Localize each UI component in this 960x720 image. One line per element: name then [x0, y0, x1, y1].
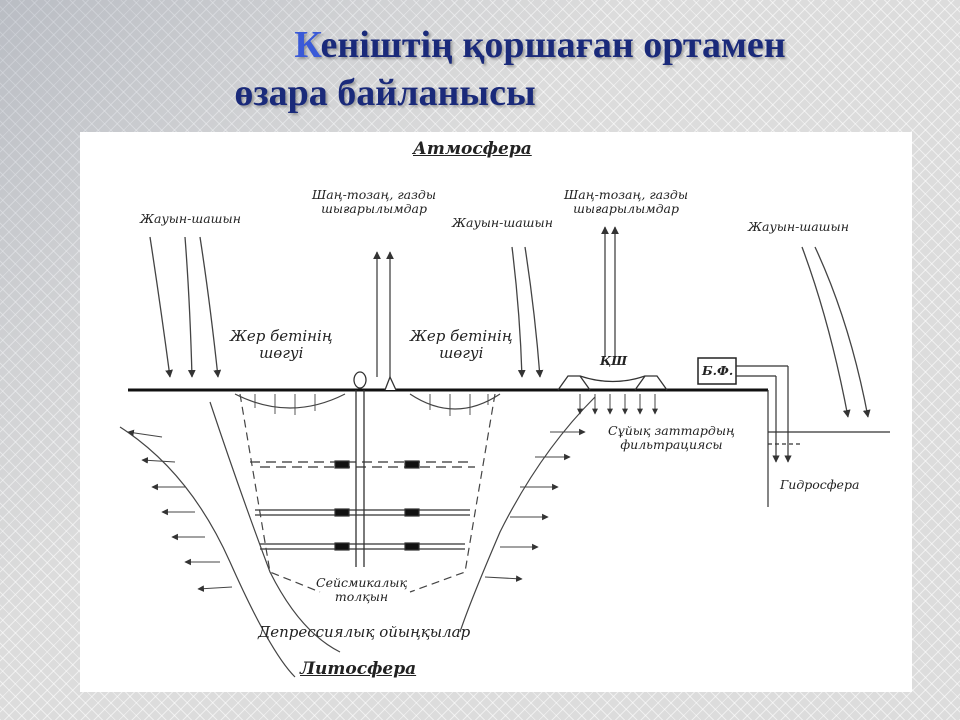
filtration-arrows [577, 394, 658, 415]
dust-gas-label-2: Шаң-тозаң, газды шығарылымдар [564, 187, 689, 217]
rain-label-1: Жауын-шашын [140, 211, 241, 226]
hydrosphere-links [736, 365, 890, 507]
dust-gas-label-2-line-1: Шаң-тозаң, газды [564, 187, 689, 202]
diagram-panel: Атмосфера Жауын-шашын Жауын-шашын Жауын-… [80, 132, 912, 692]
title-first-letter: К [294, 24, 321, 66]
title-line-1: Кеніштің қоршаған ортамен [0, 22, 960, 70]
dust-gas-label-1-line-2: шығарылымдар [321, 201, 427, 217]
dust-gas-label-1: Шаң-тозаң, газды шығарылымдар [312, 187, 437, 217]
emission-arrows-left [373, 251, 394, 377]
subsidence-label-1-line-1: Жер бетінің [230, 327, 333, 345]
rain-arrows-right [801, 246, 871, 418]
rain-label-2: Жауын-шашын [452, 215, 553, 230]
lateral-arrows-left [127, 429, 233, 592]
subsidence-label-2-line-1: Жер бетінің [410, 327, 513, 345]
subsidence-label-2-line-2: шөгуі [439, 344, 484, 363]
filtration-label-line-2: фильтрациясы [620, 437, 723, 453]
slide-title: Кеніштің қоршаған ортамен өзара байланыс… [0, 22, 960, 117]
caving-zone [239, 393, 496, 593]
rain-label-3: Жауын-шашын [748, 219, 849, 234]
atmosphere-label: Атмосфера [413, 139, 532, 159]
ksh-label: ҚШ [600, 353, 628, 368]
filtration-label-line-1: Сұйық заттардың [608, 423, 735, 438]
lateral-arrows-right [484, 428, 586, 582]
subsidence-label-1-line-2: шөгуі [259, 344, 304, 363]
diagram-drawing [119, 226, 890, 678]
bf-box [697, 357, 737, 385]
dust-gas-label-2-line-2: шығарылымдар [573, 201, 679, 217]
mine-levels [250, 460, 475, 551]
lithosphere-label: Литосфера [300, 659, 417, 679]
seismic-label-line-1: Сейсмикалық [316, 575, 408, 590]
seismic-label: Сейсмикалық толқын [316, 575, 408, 605]
filtration-label: Сұйық заттардың фильтрациясы [608, 423, 735, 453]
rain-arrows-middle [511, 246, 544, 378]
subsidence-bowls [234, 393, 501, 416]
hydrosphere-label: Гидросфера [780, 477, 860, 492]
tailings-dam [557, 375, 668, 391]
emission-arrows-right [601, 226, 619, 357]
subsidence-label-1: Жер бетінің шөгуі [230, 327, 333, 363]
rain-arrows-left [149, 236, 222, 378]
subsidence-label-2: Жер бетінің шөгуі [410, 327, 513, 363]
title-line-1-rest: еніштің қоршаған ортамен [320, 24, 786, 66]
depression-curves [119, 396, 596, 678]
depressions-label: Депрессиялық ойыңқылар [258, 623, 471, 641]
mine-shaft [353, 371, 397, 567]
title-line-2: өзара байланысы [234, 71, 536, 114]
seismic-label-line-2: толқын [334, 589, 389, 605]
bf-label: Б.Ф. [702, 363, 734, 378]
dust-gas-label-1-line-1: Шаң-тозаң, газды [312, 187, 437, 202]
